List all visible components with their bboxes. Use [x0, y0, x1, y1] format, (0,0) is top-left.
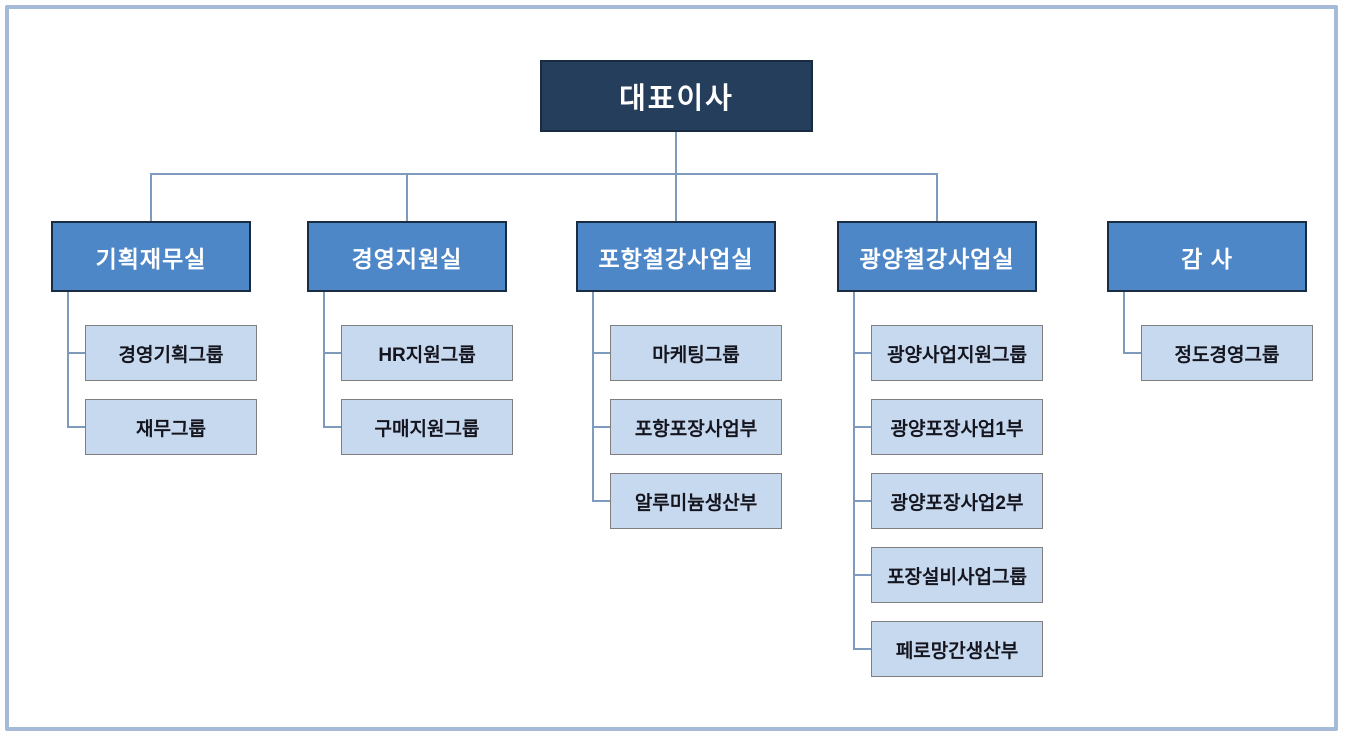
org-node-team: 페로망간생산부 — [871, 621, 1043, 677]
child-stub-connector — [853, 352, 871, 354]
child-stub-connector — [1123, 352, 1141, 354]
child-spine-connector — [1123, 292, 1125, 354]
child-stub-connector — [323, 352, 341, 354]
org-node-team: 알루미늄생산부 — [610, 473, 782, 529]
child-stub-connector — [67, 352, 85, 354]
org-node-team: 광양포장사업2부 — [871, 473, 1043, 529]
org-node-team: 광양포장사업1부 — [871, 399, 1043, 455]
org-node-department: 기획재무실 — [51, 221, 251, 292]
org-node-team: 구매지원그룹 — [341, 399, 513, 455]
child-stub-connector — [67, 426, 85, 428]
child-stub-connector — [853, 648, 871, 650]
dept-drop-connector — [150, 173, 152, 221]
org-node-team: HR지원그룹 — [341, 325, 513, 381]
child-stub-connector — [853, 574, 871, 576]
child-stub-connector — [853, 500, 871, 502]
child-spine-connector — [853, 292, 855, 650]
child-stub-connector — [592, 352, 610, 354]
child-stub-connector — [323, 426, 341, 428]
org-node-team: 마케팅그룹 — [610, 325, 782, 381]
org-node-team: 재무그룹 — [85, 399, 257, 455]
org-node-team: 포장설비사업그룹 — [871, 547, 1043, 603]
child-spine-connector — [67, 292, 69, 428]
org-node-team: 경영기획그룹 — [85, 325, 257, 381]
org-node-team: 포항포장사업부 — [610, 399, 782, 455]
org-node-team: 광양사업지원그룹 — [871, 325, 1043, 381]
org-node-ceo: 대표이사 — [540, 60, 813, 132]
dept-drop-connector — [675, 173, 677, 221]
child-spine-connector — [323, 292, 325, 428]
child-spine-connector — [592, 292, 594, 502]
ceo-to-branch-connector — [675, 132, 677, 175]
org-node-department: 포항철강사업실 — [576, 221, 776, 292]
child-stub-connector — [853, 426, 871, 428]
child-stub-connector — [592, 426, 610, 428]
org-node-team: 정도경영그룹 — [1141, 325, 1313, 381]
org-node-department: 광양철강사업실 — [837, 221, 1037, 292]
branch-connector-line — [150, 173, 938, 175]
dept-drop-connector — [936, 173, 938, 221]
org-node-department: 감 사 — [1107, 221, 1307, 292]
child-stub-connector — [592, 500, 610, 502]
org-node-department: 경영지원실 — [307, 221, 507, 292]
dept-drop-connector — [406, 173, 408, 221]
